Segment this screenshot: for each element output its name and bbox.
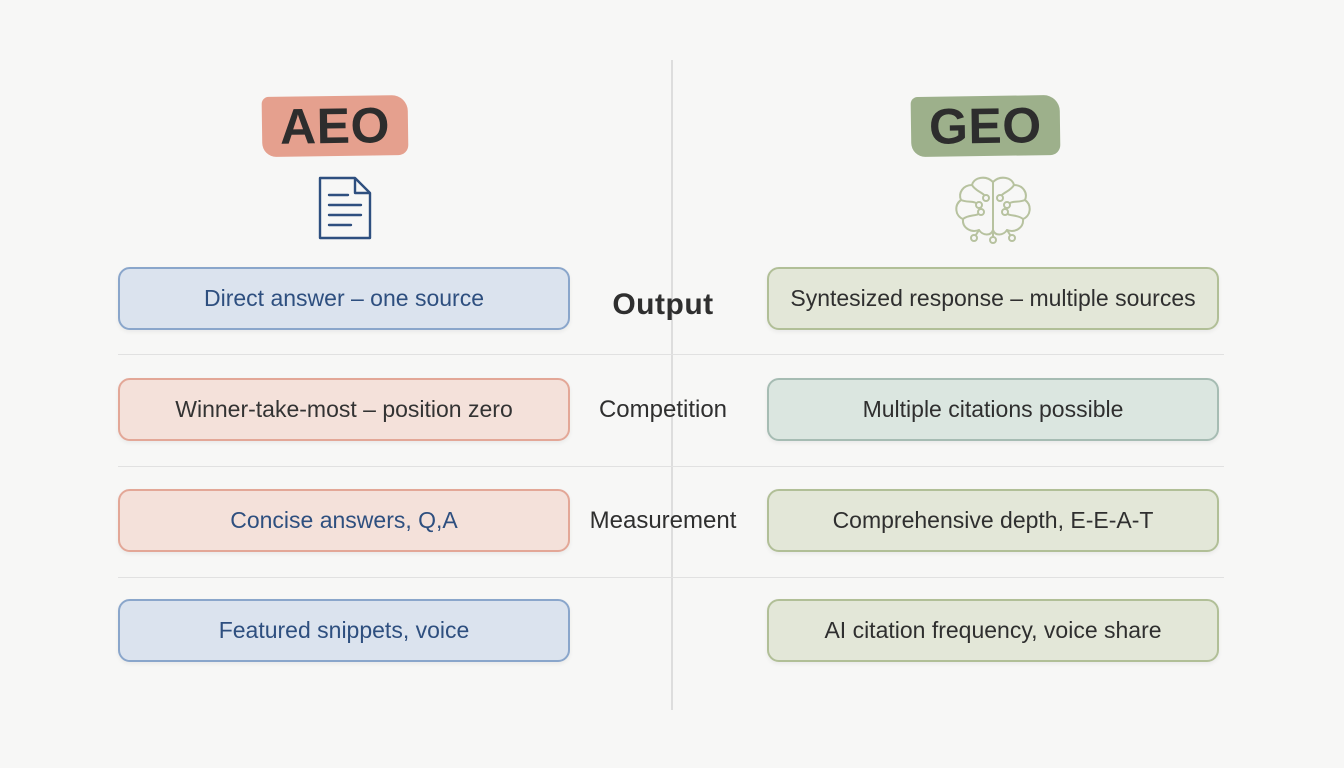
document-icon [318,176,372,240]
aeo-output-card: Direct answer – one source [118,267,570,330]
geo-metrics-card: AI citation frequency, voice share [767,599,1219,662]
geo-measurement-card: Comprehensive depth, E-E-A-T [767,489,1219,552]
geo-title: GEO [910,94,1061,158]
row-label-output: Output [612,288,714,321]
row-divider [118,354,1224,355]
brain-network-icon [955,176,1031,244]
row-divider [118,466,1224,467]
aeo-metrics-card: Featured snippets, voice [118,599,570,662]
geo-output-card: Syntesized response – multiple sources [767,267,1219,330]
row-label-competition: Competition [598,396,728,423]
aeo-measurement-card: Concise answers, Q,A [118,489,570,552]
aeo-competition-card: Winner-take-most – position zero [118,378,570,441]
row-label-measurement: Measurement [589,507,737,534]
aeo-title: AEO [261,94,409,158]
geo-competition-card: Multiple citations possible [767,378,1219,441]
row-divider [118,577,1224,578]
center-divider [671,60,673,710]
